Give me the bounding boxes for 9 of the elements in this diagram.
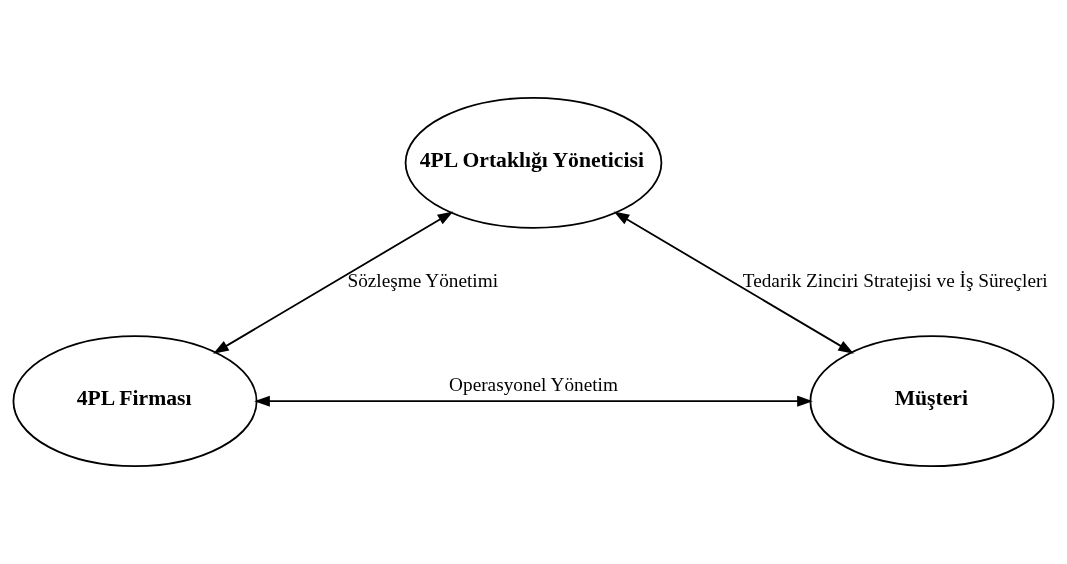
arrow <box>213 211 454 354</box>
node-ellipse: 4PL Firması <box>12 335 258 468</box>
edge-label: Tedarik Zinciri Stratejisi ve İş Süreçleri <box>742 269 1048 291</box>
arrow <box>254 395 813 407</box>
node-ellipse: 4PL Ortaklığı Yöneticisi <box>404 96 663 229</box>
node-ellipse: Müşteri <box>809 335 1055 468</box>
edge-label: Sözleşme Yönetimi <box>347 269 499 291</box>
edge-label: Operasyonel Yönetim <box>449 374 618 396</box>
arrow <box>613 211 854 354</box>
